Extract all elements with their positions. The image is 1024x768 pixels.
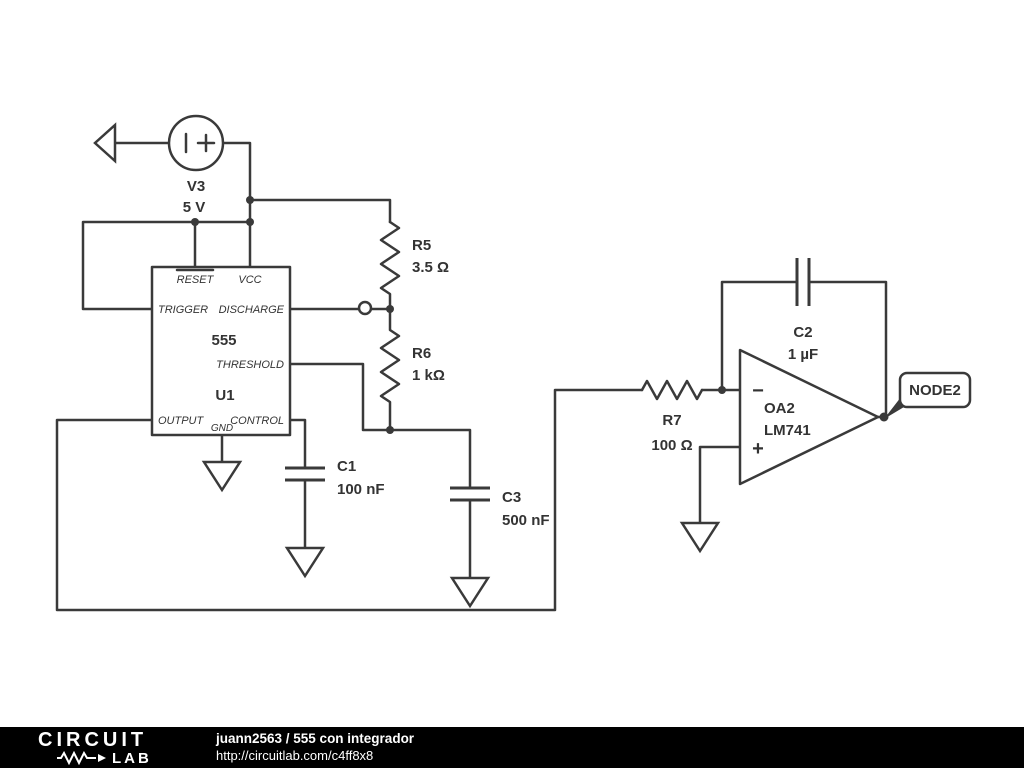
r6-name-label: R6: [412, 345, 431, 362]
pin-label-control: CONTROL: [230, 415, 284, 427]
junction-dot: [879, 412, 889, 422]
u1-part-label: 555: [211, 332, 236, 349]
voltage-source-circle[interactable]: [167, 114, 225, 172]
schematic-canvas[interactable]: V3 5 V RESET VCC TRIGGER DISCHARGE THRES…: [0, 0, 1024, 727]
pin-label-discharge: DISCHARGE: [219, 304, 285, 316]
c1-value-label: 100 nF: [337, 481, 385, 498]
capacitor-c2[interactable]: C2 1 µF: [788, 258, 818, 363]
ground-symbol-opamp[interactable]: [679, 521, 721, 554]
noninverting-input-glyph: +: [752, 438, 764, 460]
oa2-part-label: LM741: [764, 422, 811, 439]
capacitor-c1[interactable]: C1 100 nF: [285, 458, 385, 498]
node2-label: NODE2: [909, 382, 961, 399]
ground-symbol-u1[interactable]: [201, 460, 243, 493]
capacitor-c3[interactable]: C3 500 nF: [450, 486, 550, 529]
circuitlab-logo[interactable]: CIRCUIT LAB: [38, 730, 188, 766]
wire-control-to-c1: [288, 418, 307, 470]
v3-value-label: 5 V: [183, 199, 206, 216]
ic-body[interactable]: [150, 265, 292, 437]
u1-designator-label: U1: [215, 387, 234, 404]
ic-555-u1[interactable]: RESET VCC TRIGGER DISCHARGE THRESHOLD OU…: [150, 265, 292, 437]
pin-label-gnd: GND: [211, 423, 233, 434]
schematic-url[interactable]: http://circuitlab.com/c4ff8x8: [216, 747, 374, 763]
pin-label-trigger: TRIGGER: [158, 304, 208, 316]
c3-name-label: C3: [502, 489, 521, 506]
resistor-zigzag-icon: [57, 751, 106, 765]
junction-dot: [386, 305, 394, 313]
logo-text-lab: LAB: [112, 749, 152, 767]
resistor-zigzag[interactable]: [379, 220, 401, 311]
r5-value-label: 3.5 Ω: [412, 259, 449, 276]
ground-symbol-c1[interactable]: [284, 546, 326, 579]
wire-noninverting-to-ground: [698, 445, 742, 525]
junction-dot: [246, 218, 254, 226]
ground-symbol-c3[interactable]: [449, 576, 491, 609]
terminal-circle: [357, 300, 373, 316]
pin-label-output: OUTPUT: [158, 415, 205, 427]
wire-threshold-to-c3: [288, 362, 472, 490]
wire-output-to-r7: [55, 388, 644, 612]
inverting-input-glyph: −: [752, 380, 764, 402]
v3-name-label: V3: [187, 178, 205, 195]
r6-value-label: 1 kΩ: [412, 367, 445, 384]
oa2-name-label: OA2: [764, 400, 795, 417]
resistor-zigzag[interactable]: [379, 307, 401, 432]
resistor-r7[interactable]: R7 100 Ω: [640, 379, 704, 454]
c3-value-label: 500 nF: [502, 512, 550, 529]
voltage-source-v3[interactable]: V3 5 V: [167, 114, 225, 216]
resistor-r6[interactable]: R6 1 kΩ: [379, 307, 445, 432]
ground-symbol-source[interactable]: [93, 122, 117, 164]
footer-bar: CIRCUIT LAB juann2563 / 555 con integrad…: [0, 727, 1024, 768]
wire-reset-trigger-rail: [81, 220, 252, 311]
schematic-title: juann2563 / 555 con integrador: [216, 730, 415, 746]
r7-value-label: 100 Ω: [651, 437, 692, 454]
r7-name-label: R7: [662, 412, 681, 429]
junction-dot: [386, 426, 394, 434]
pin-label-threshold: THRESHOLD: [216, 359, 284, 371]
r5-name-label: R5: [412, 237, 431, 254]
resistor-r5[interactable]: R5 3.5 Ω: [379, 220, 449, 311]
resistor-zigzag[interactable]: [640, 379, 704, 401]
junction-dot: [191, 218, 199, 226]
c1-name-label: C1: [337, 458, 356, 475]
opamp-oa2[interactable]: − + OA2 LM741: [738, 348, 880, 486]
pin-label-vcc: VCC: [238, 274, 261, 286]
junction-dot: [718, 386, 726, 394]
c2-value-label: 1 µF: [788, 346, 818, 363]
wire-vcc-to-r5: [248, 198, 392, 224]
opamp-triangle[interactable]: [738, 348, 880, 486]
wire-v3-to-vcc: [221, 141, 252, 269]
c2-name-label: C2: [793, 324, 812, 341]
node-flag-node2[interactable]: NODE2: [884, 371, 972, 419]
node-flag-box[interactable]: [898, 371, 972, 409]
logo-text-circuit: CIRCUIT: [38, 728, 148, 751]
pin-label-reset: RESET: [177, 274, 215, 286]
junction-dot: [246, 196, 254, 204]
